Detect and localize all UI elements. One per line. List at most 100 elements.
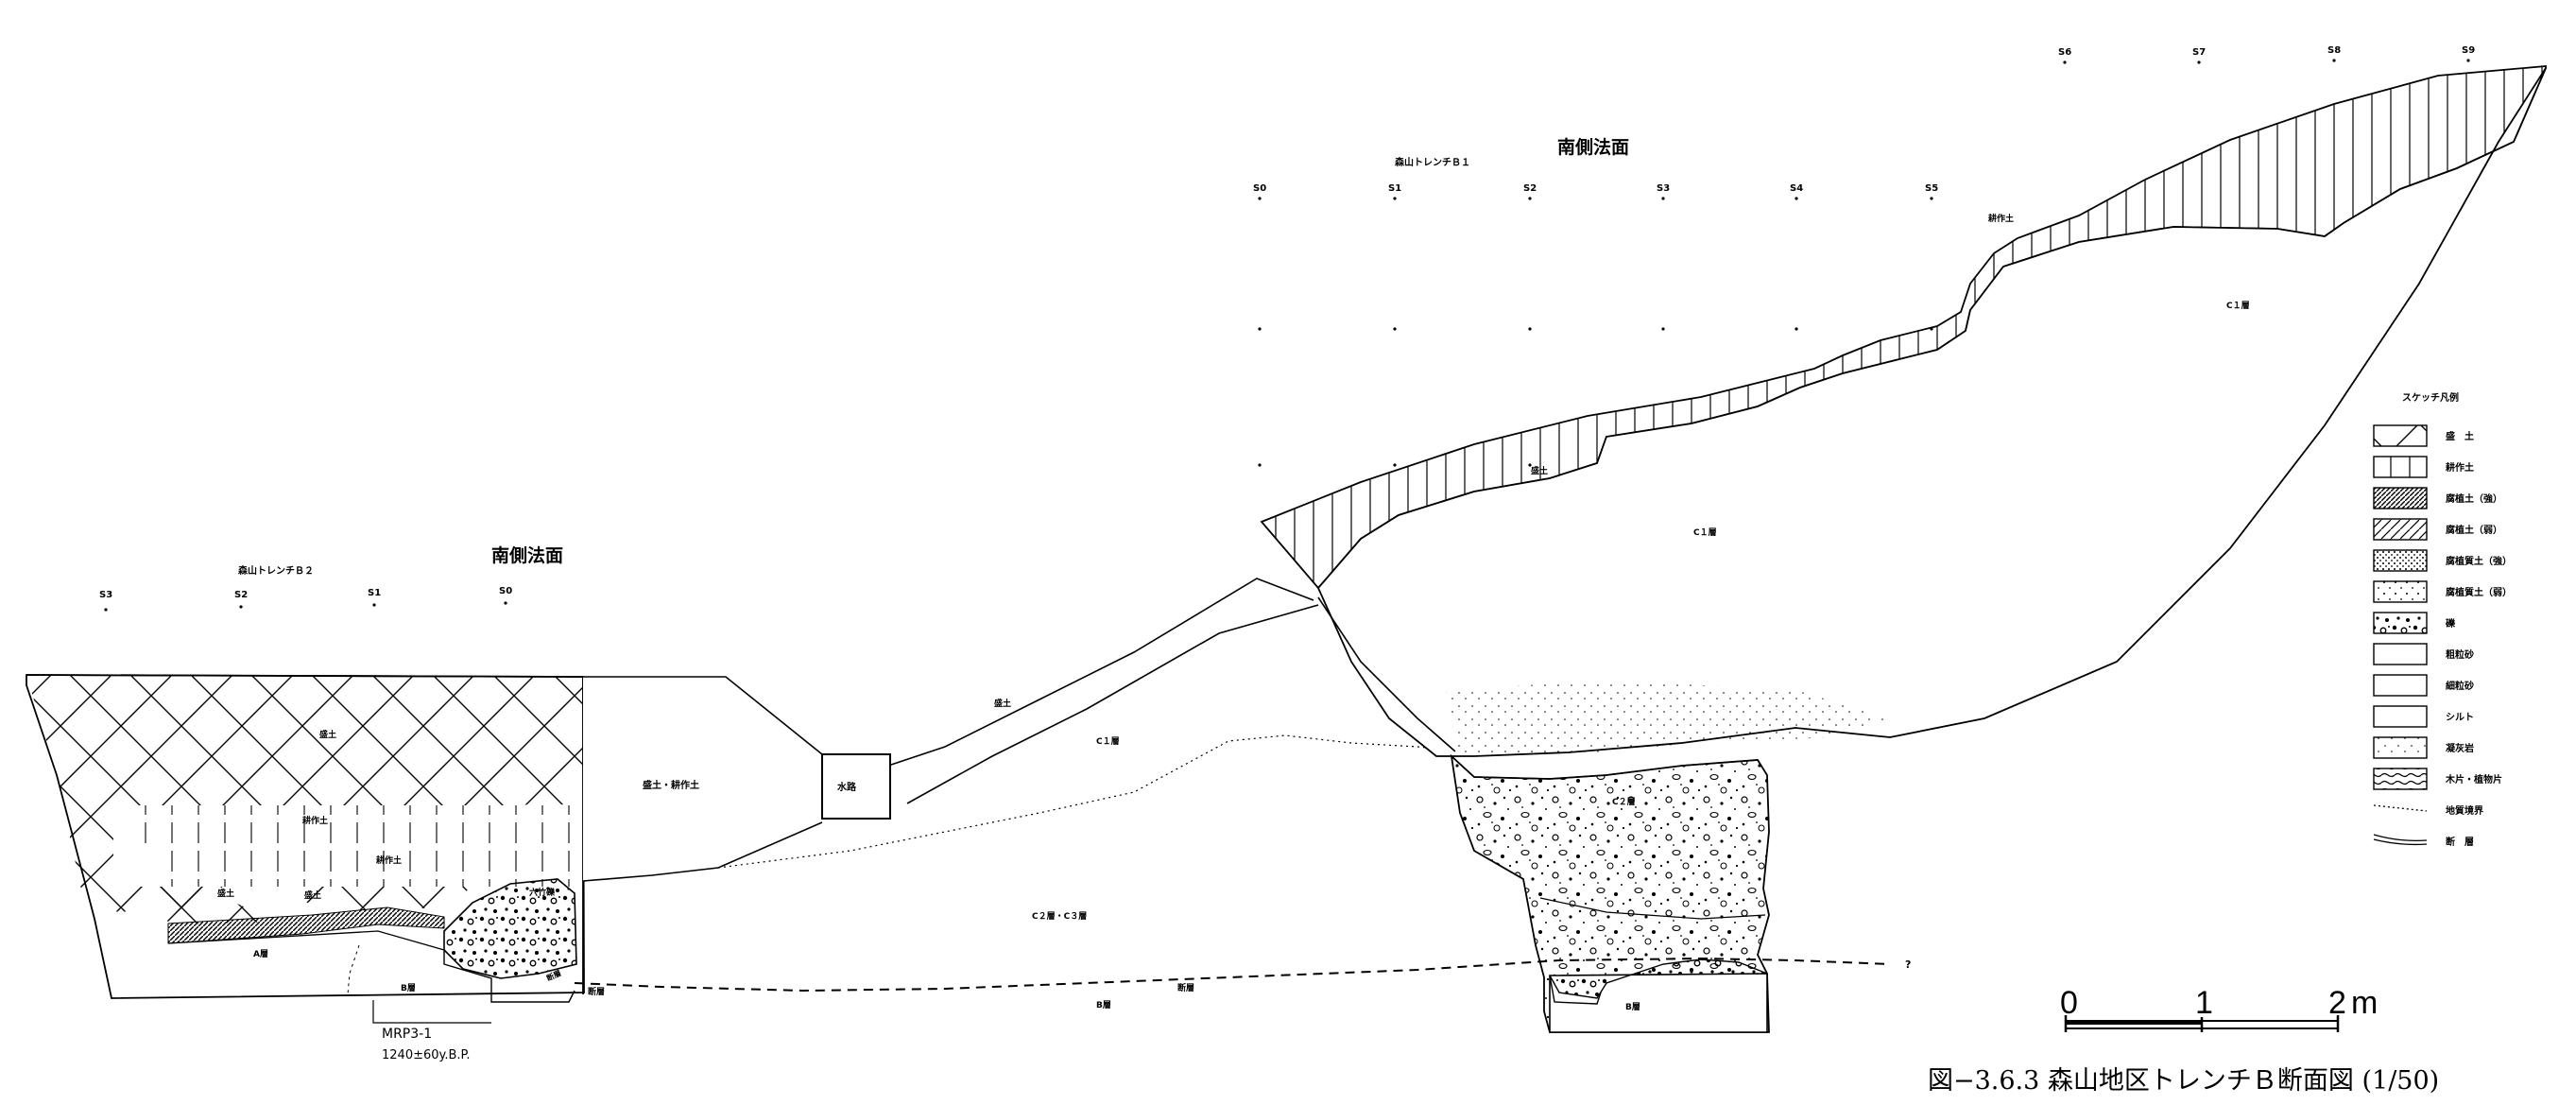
label-c2: C２層 [1612,796,1636,807]
station-point [372,603,376,607]
legend-item: 凝灰岩 [2373,736,2474,759]
left-station-markers: S3 S2 S1 S0 [99,586,512,612]
legend-item: 断 層 [2373,834,2474,848]
legend-swatch [2373,612,2428,634]
gravel-lens [443,878,577,979]
scale-tick-1: 1 [2195,985,2213,1021]
fill-lower-boundary [906,604,1319,804]
label-layer-a: A層 [253,948,268,959]
waterway-box [821,753,891,820]
fill-lower-middle [283,887,472,912]
right-heading: 南側法面 [1557,136,1629,158]
left-heading: 南側法面 [491,544,563,566]
legend-swatch [2373,705,2428,728]
legend-item: 耕作土 [2373,456,2474,478]
fill-boundary-left [583,676,823,755]
label-question: ? [1905,958,1911,971]
fill-c1-boundary [1317,596,1456,752]
label-fill: 盛土 [319,729,336,740]
label-c2c3: C２層・C３層 [1032,910,1087,922]
legend-label: 腐植質土（強） [2446,555,2512,567]
station-label: S8 [2327,45,2341,56]
station-point [104,608,108,612]
legend-item: 細粒砂 [2373,674,2474,697]
cultivated-band-lower [151,851,583,887]
legend-swatch [2373,518,2428,541]
station-label: S4 [1790,183,1803,194]
station-label: S3 [99,590,112,600]
scale-unit: m [2351,985,2378,1021]
label-fill-r: 盛土 [1531,465,1548,476]
label-fill-cultivated: 盛土・耕作土 [643,779,699,791]
legend-swatch [2373,736,2428,759]
station-label: S5 [1925,183,1938,194]
label-fault: 断層 [1177,982,1194,993]
sample-date: 1240±60y.B.P. [382,1048,471,1062]
legend-swatch [2373,804,2428,812]
legend-swatch [2373,643,2428,665]
scale-tick-0: 0 [2060,985,2078,1021]
right-station-markers: S0 S1 S2 S3 S4 S5 S6 S7 S8 S9 [1253,45,2475,194]
legend-label: シルト [2446,712,2474,723]
pit-base-edge [1549,975,1602,1005]
legend-title: スケッチ凡例 [2402,391,2459,404]
legend-item: 腐植土（強） [2373,487,2502,509]
legend-label: 礫 [2446,617,2456,630]
scale-ticks [2064,1015,2340,1032]
scale-bar-fill [2066,1021,2202,1025]
legend-swatch [2373,487,2428,509]
label-fill2: 盛土 [217,888,234,899]
label-layer-b: B層 [401,982,416,993]
right-trench-name: 森山トレンチＢ１ [1394,156,1470,168]
label-fill-slope: 盛土 [994,698,1011,709]
c2-top [1451,755,1759,780]
layer-a-b-boundary [347,944,360,995]
label-cultivated-r: 耕作土 [1988,213,2014,224]
legend-item: 地質境界 [2373,804,2483,817]
label-gravel: 六竹礫 [529,887,556,898]
station-label: S0 [499,586,512,596]
label-fault2: 断層 [588,986,605,997]
legend-label: 耕作土 [2446,461,2474,474]
legend-item: 腐植質土（弱） [2373,580,2512,603]
label-c1: C１層 [1693,527,1717,538]
legend-label: 凝灰岩 [2446,742,2474,754]
label-fill3: 盛土 [304,889,321,901]
station-label: S0 [1253,183,1266,194]
legend-swatch [2373,834,2428,846]
fill-lower-left [142,887,283,924]
cultivated-band [123,805,583,851]
legend-label: 細粒砂 [2446,680,2474,692]
station-label: S2 [1523,183,1537,194]
label-layer-b-r: B層 [1625,1001,1640,1012]
legend-items: 盛 土耕作土腐植土（強）腐植土（弱）腐植質土（強）腐植質土（弱）礫粗粒砂細粒砂シ… [2373,424,2512,848]
legend-label: 腐植土（強） [2446,492,2502,505]
fill-boundary-bottom [582,821,823,882]
legend-item: 礫 [2373,612,2456,634]
label-c1-slope: C１層 [1096,735,1120,747]
left-trench-name: 森山トレンチＢ２ [237,564,314,577]
label-layer-b-middle: B層 [1096,999,1111,1010]
station-point [239,605,243,609]
station-point [504,601,507,605]
slope-fill-bg [583,529,1318,881]
station-label: S9 [2462,45,2475,56]
legend-swatch [2373,768,2428,790]
legend-label: 腐植質土（弱） [2446,586,2512,598]
label-c1-upper: C１層 [2226,300,2250,311]
legend-item: 木片・植物片 [2373,768,2502,790]
layer-b-outline [443,950,575,1003]
c2-internal-line [1539,897,1766,920]
legend-item: 腐植土（弱） [2373,518,2502,541]
station-label: S2 [234,590,248,600]
legend-item: 盛 土 [2373,424,2474,447]
legend-item: シルト [2373,705,2474,728]
legend-swatch [2373,580,2428,603]
c1-dotted-area [1446,681,1890,756]
legend-label: 地質境界 [2446,804,2483,817]
label-cultivated: 耕作土 [302,815,328,826]
gravel-base [1549,958,1768,999]
legend-swatch [2373,456,2428,478]
